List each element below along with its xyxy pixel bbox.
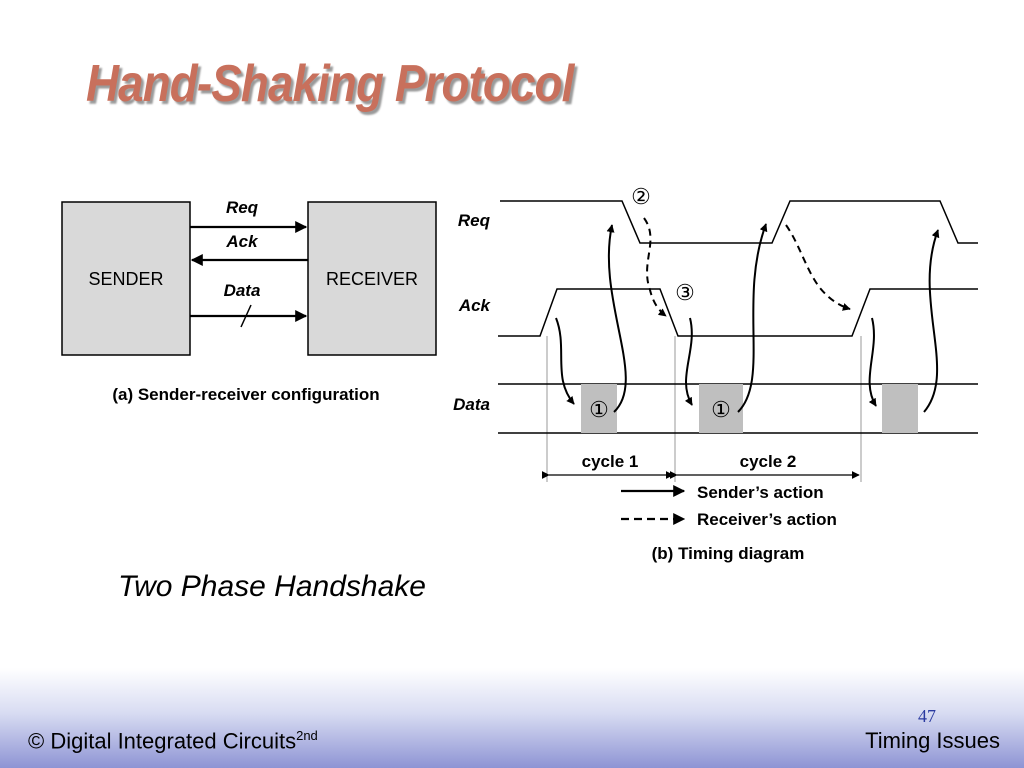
cycle-2-label: cycle 2 [740, 452, 797, 471]
timing-ack-label: Ack [458, 296, 492, 315]
legend-receiver-label: Receiver’s action [697, 510, 837, 529]
footer-edition: 2nd [296, 728, 318, 743]
marker-2: ② [631, 184, 651, 209]
timing-diagram: Req Ack Data ① ① ② ③ cyc [453, 184, 978, 563]
sender-action-arrow [555, 317, 575, 405]
cycle-1-label: cycle 1 [582, 452, 639, 471]
marker-3: ③ [675, 280, 695, 305]
receiver-action-arrow [643, 217, 667, 317]
timing-data-label: Data [453, 395, 490, 414]
receiver-box [307, 201, 437, 356]
marker-1: ① [589, 397, 609, 422]
data-block [699, 384, 743, 433]
timing-caption: (b) Timing diagram [652, 544, 805, 563]
footer-chapter-title: Timing Issues [865, 728, 1000, 753]
config-req-label: Req [226, 198, 259, 217]
marker-1: ① [711, 397, 731, 422]
sender-action-arrow [868, 317, 877, 407]
legend-sender-label: Sender’s action [697, 483, 824, 502]
data-bus-slash [240, 304, 252, 328]
config-ack-label: Ack [225, 232, 259, 251]
data-block [882, 384, 918, 433]
config-caption: (a) Sender-receiver configuration [112, 385, 379, 404]
data-block [581, 384, 617, 433]
footer-course-title: © Digital Integrated Circuits2nd [28, 728, 318, 754]
sender-label: SENDER [88, 269, 163, 289]
page-number: 47 [918, 706, 936, 726]
timing-req-label: Req [458, 211, 491, 230]
footer-course-text: © Digital Integrated Circuits [28, 728, 297, 754]
sender-action-arrow [737, 223, 768, 413]
config-data-label: Data [224, 281, 261, 300]
req-waveform [500, 200, 978, 244]
receiver-action-arrow [785, 224, 851, 311]
slide-subtitle: Two Phase Handshake [118, 570, 426, 603]
ack-waveform [498, 288, 978, 337]
sender-action-arrow [606, 224, 627, 413]
footer-band [0, 668, 1024, 768]
sender-box [61, 201, 191, 356]
sender-receiver-config: SENDER RECEIVER Req Ack Data (a) Sender-… [61, 198, 437, 404]
sender-action-arrow [684, 317, 693, 406]
slide-title: Hand-Shaking Protocol [86, 55, 574, 113]
receiver-label: RECEIVER [326, 269, 418, 289]
sender-action-arrow [923, 229, 940, 413]
